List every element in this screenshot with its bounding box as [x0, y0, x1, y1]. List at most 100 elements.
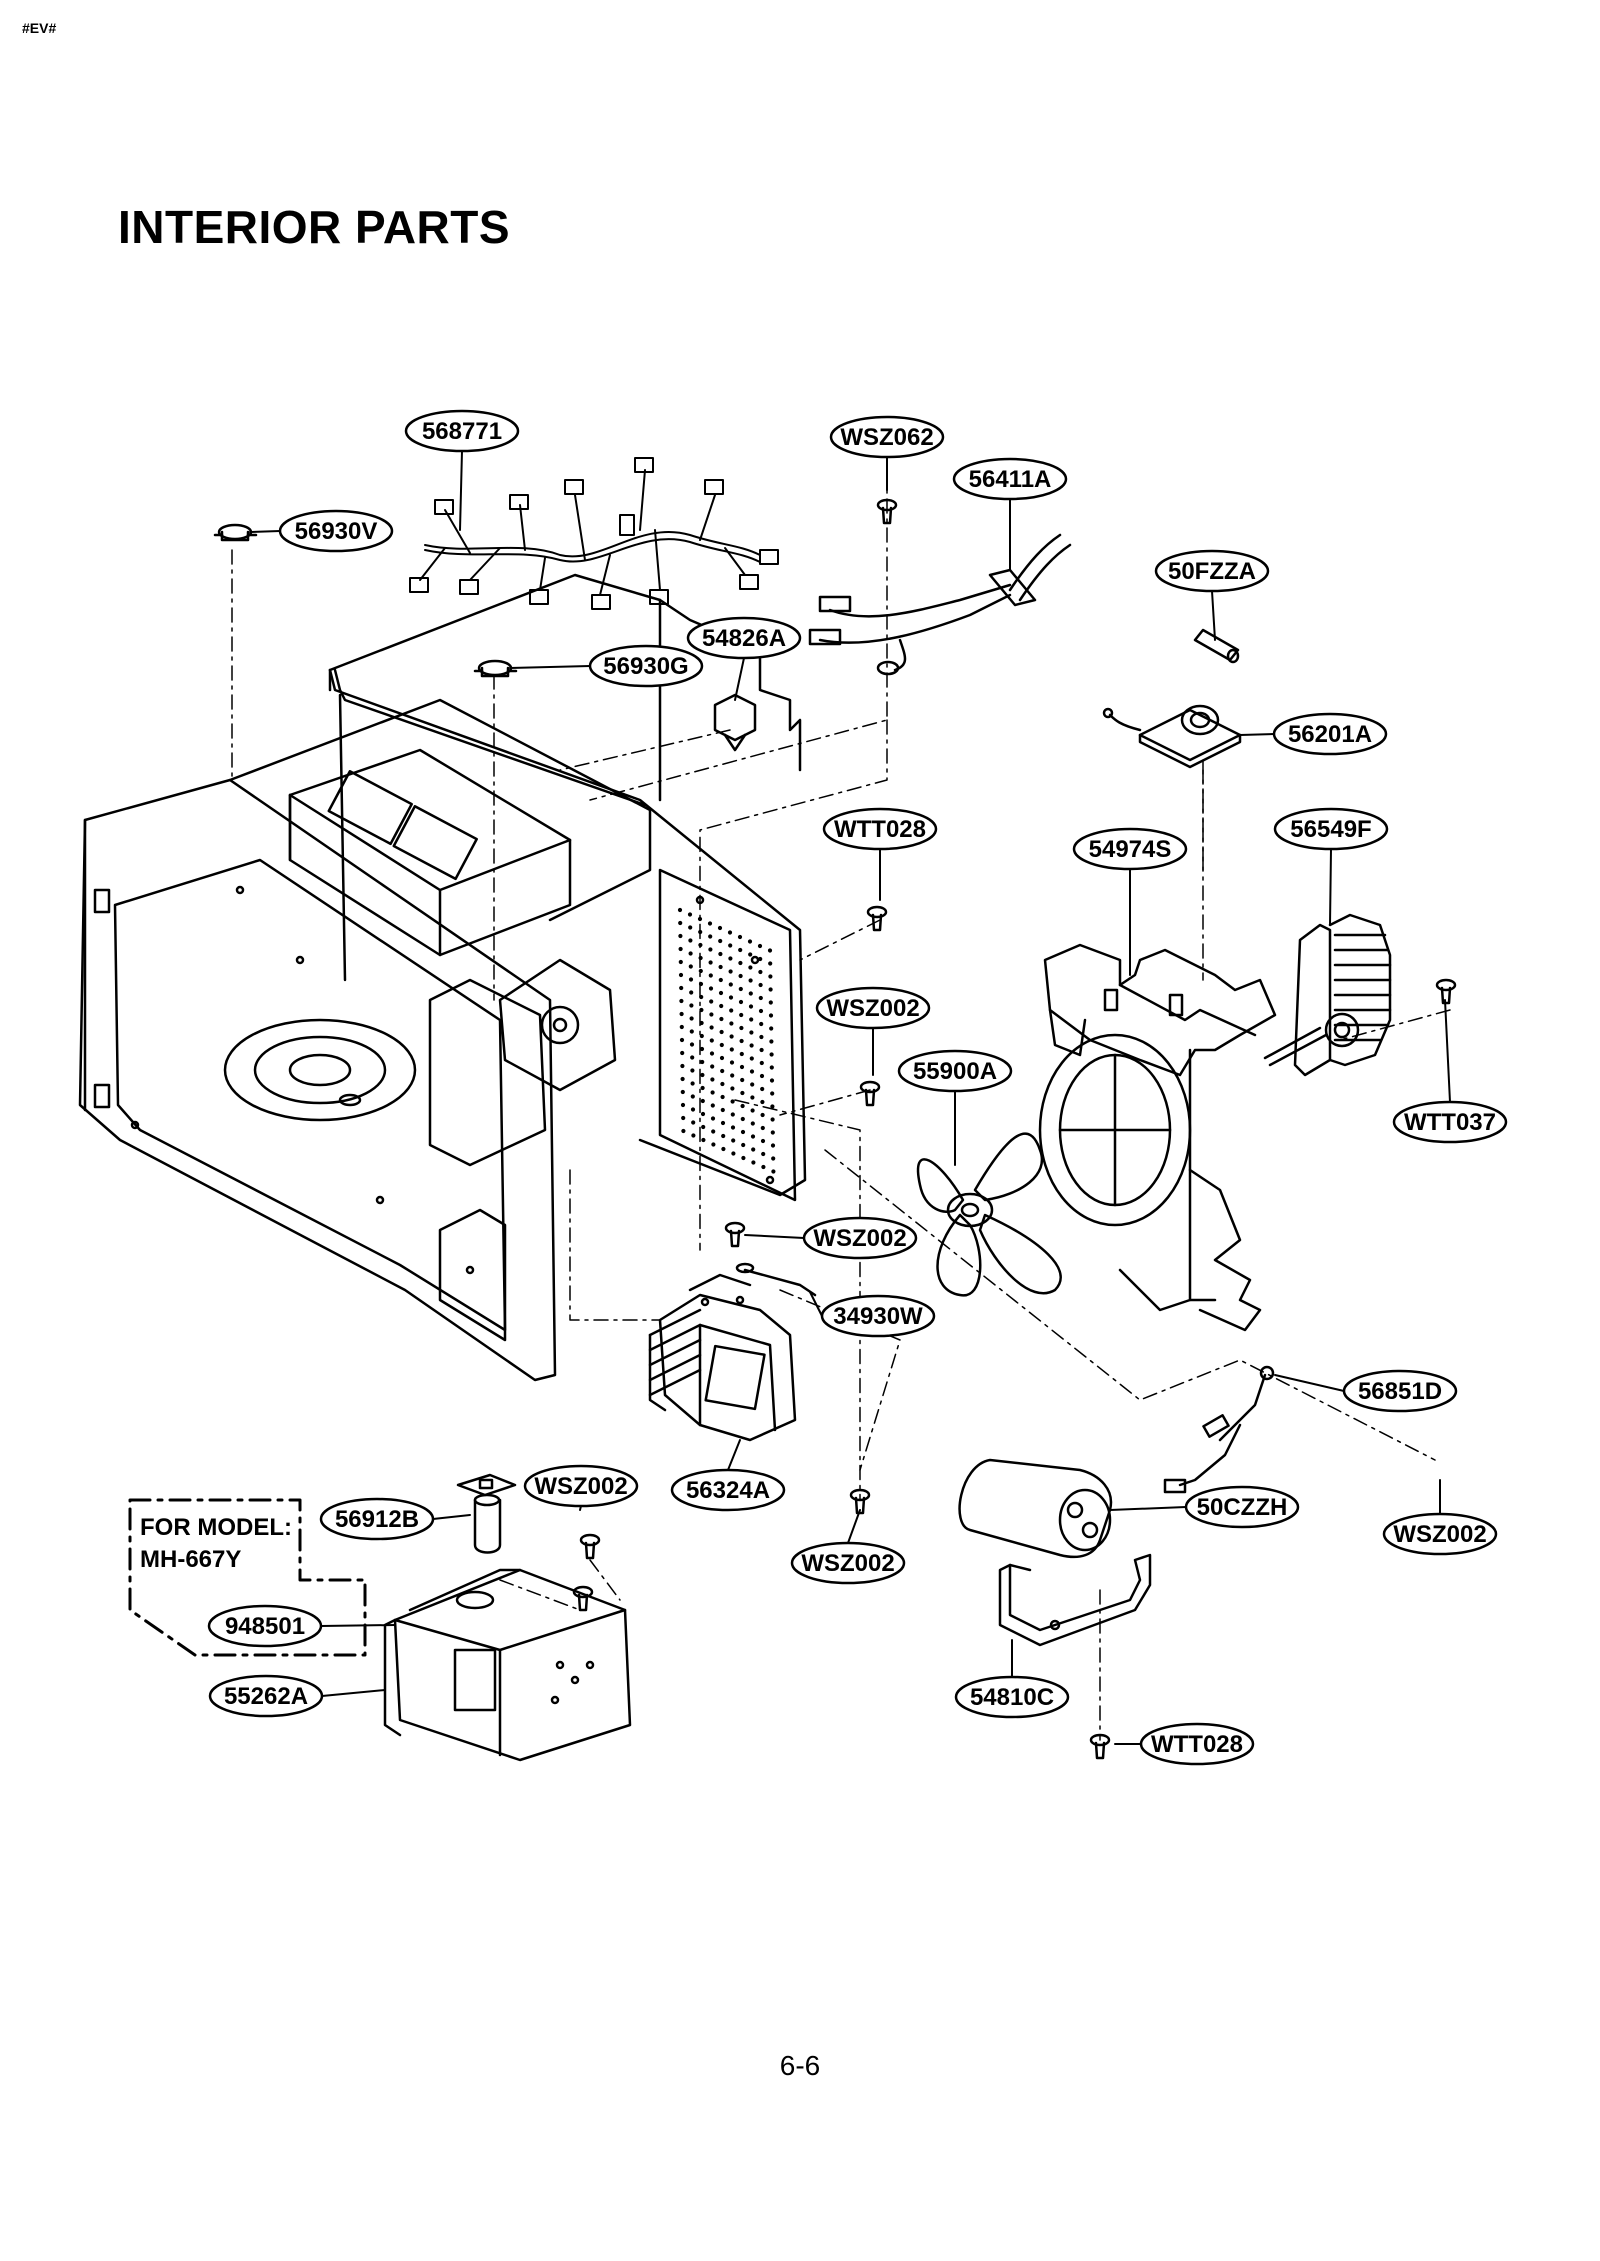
label-callout	[207, 1604, 323, 1648]
label-callout	[1154, 549, 1270, 593]
part-number-label: 54826A	[702, 625, 786, 652]
part-number-label: WSZ002	[826, 995, 919, 1022]
label-leader	[744, 1234, 805, 1239]
latch-54826a	[713, 693, 757, 752]
label-callout	[815, 986, 931, 1030]
label-callout	[1273, 807, 1389, 851]
label-callout	[1272, 712, 1388, 756]
part-number-label: WSZ002	[534, 1473, 627, 1500]
screw-icon	[866, 905, 888, 932]
label-leader	[847, 1509, 861, 1544]
part-number-label: 55900A	[913, 1058, 997, 1085]
part-number-label: WSZ002	[801, 1550, 894, 1577]
magnetron	[648, 1273, 797, 1442]
screw-icon	[572, 1585, 594, 1612]
label-callout	[319, 1497, 435, 1541]
part-number-label: 948501	[225, 1613, 305, 1640]
part-number-label: 34930W	[833, 1303, 923, 1330]
part-number-label: WTT028	[834, 816, 926, 843]
model-note-border	[128, 1498, 367, 1657]
part-number-label: 56201A	[1288, 721, 1372, 748]
model-note-line2: MH-667Y	[140, 1546, 241, 1573]
screw-icon	[579, 1533, 601, 1560]
part-number-label: 50FZZA	[1168, 558, 1256, 585]
label-callout	[954, 1675, 1070, 1719]
label-callout	[588, 644, 704, 688]
label-callout	[1382, 1512, 1498, 1556]
screw-icon	[859, 1080, 881, 1107]
header-code: #EV#	[22, 20, 57, 36]
part-labels: 568771 WSZ062 56411A 56930V 50FZZA 54826A 5693…	[207, 409, 1508, 1766]
label-callout	[1184, 1485, 1300, 1529]
label-callout	[820, 1294, 936, 1338]
fuse	[1193, 628, 1240, 664]
oven-cavity	[78, 573, 807, 1382]
part-number-label: WTT028	[1151, 1731, 1243, 1758]
part-number-label: 56851D	[1358, 1378, 1442, 1405]
page-number: 6-6	[779, 2050, 821, 2081]
screw-icon	[876, 498, 898, 525]
page-title: INTERIOR PARTS	[118, 201, 511, 253]
hv-capacitor	[958, 1458, 1113, 1559]
part-number-label: 50CZZH	[1197, 1494, 1288, 1521]
part-number-label: 56930G	[603, 653, 688, 680]
part-number-label: 56549F	[1290, 816, 1371, 843]
label-callout	[952, 457, 1068, 501]
label-leader	[727, 1439, 741, 1471]
label-callout	[523, 1464, 639, 1508]
model-note-line1: FOR MODEL:	[140, 1514, 292, 1541]
label-leader	[320, 1624, 396, 1627]
part-number-label: WSZ002	[813, 1225, 906, 1252]
label-callout	[686, 616, 802, 660]
part-number-label: 568771	[422, 418, 502, 445]
air-guide	[1038, 943, 1277, 1332]
fan-motor	[1263, 913, 1392, 1077]
label-callout	[822, 807, 938, 851]
label-leader	[432, 1514, 471, 1520]
power-cord	[808, 533, 1072, 676]
fan-blade	[916, 1132, 1062, 1297]
label-callout	[404, 409, 520, 453]
label-leader	[1109, 1506, 1187, 1511]
screw-icon	[1089, 1733, 1111, 1760]
screw-icon	[849, 1488, 871, 1515]
label-leader	[1329, 848, 1332, 926]
part-number-label: 56912B	[335, 1506, 419, 1533]
part-number-label: WTT037	[1404, 1109, 1496, 1136]
label-callout	[1072, 827, 1188, 871]
label-callout	[790, 1541, 906, 1585]
label-leader	[249, 530, 281, 533]
screw-icon	[724, 1221, 746, 1248]
label-callout	[208, 1674, 324, 1718]
hv-diode	[1163, 1365, 1275, 1494]
part-number-label: 56411A	[969, 466, 1052, 493]
vent-holes	[677, 907, 776, 1174]
label-leader	[509, 665, 591, 669]
part-number-label: 55262A	[224, 1683, 308, 1710]
part-number-label: WSZ062	[840, 424, 933, 451]
label-callout	[670, 1468, 786, 1512]
part-number-label: 56930V	[295, 518, 378, 545]
label-leader	[321, 1689, 386, 1697]
noise-filter	[1102, 704, 1242, 769]
label-callout	[278, 509, 394, 553]
part-number-label: 54810C	[970, 1684, 1054, 1711]
part-number-label: 54974S	[1089, 836, 1172, 863]
part-number-label: 56324A	[686, 1477, 770, 1504]
label-leader	[1239, 733, 1275, 736]
label-callout	[802, 1216, 918, 1260]
capacitor-bracket	[998, 1553, 1152, 1647]
label-callout	[897, 1049, 1013, 1093]
label-callout	[829, 415, 945, 459]
guide-lines	[231, 469, 1451, 1741]
label-callout	[1392, 1100, 1508, 1144]
label-callout	[1342, 1369, 1458, 1413]
thermal-cutout	[456, 1473, 517, 1554]
label-callout	[1139, 1722, 1255, 1766]
wire-harness	[409, 457, 779, 610]
thermistor	[735, 1262, 817, 1297]
label-leader	[1274, 1374, 1345, 1392]
screw-icon	[1435, 978, 1457, 1005]
